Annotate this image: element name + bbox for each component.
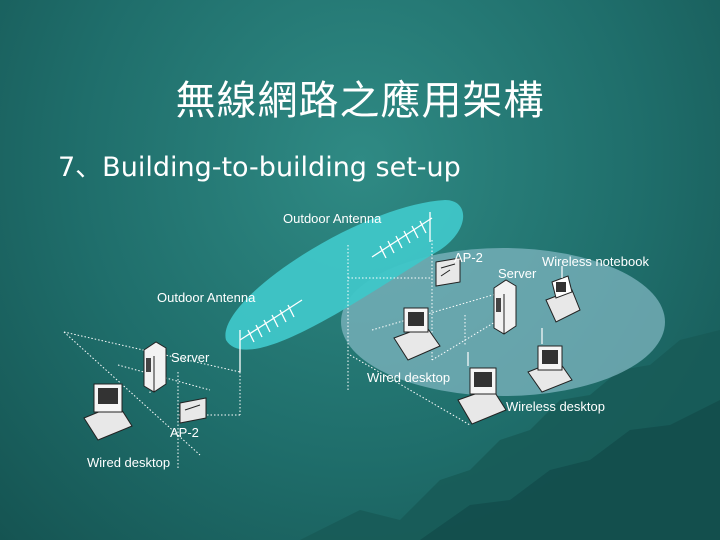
wireless-link-beam: [225, 200, 464, 350]
label-wired-desktop-left: Wired desktop: [87, 455, 170, 470]
label-ap-right: AP-2: [454, 250, 483, 265]
label-wired-desktop-center: Wired desktop: [367, 370, 450, 385]
outdoor-antenna-left: [239, 299, 303, 372]
wired-desktop-cell: [393, 307, 441, 361]
label-server-right: Server: [498, 266, 537, 281]
label-outdoor-antenna-right: Outdoor Antenna: [283, 211, 382, 226]
label-wireless-desktop: Wireless desktop: [506, 399, 605, 414]
wired-desktop-center: [457, 352, 507, 425]
server-right: [493, 279, 517, 335]
label-ap-left: AP-2: [170, 425, 199, 440]
label-outdoor-antenna-left: Outdoor Antenna: [157, 290, 256, 305]
label-wireless-notebook: Wireless notebook: [542, 254, 649, 269]
slide-subtitle: 7、Building-to-building set-up: [58, 152, 461, 183]
wireless-notebook: [545, 266, 581, 323]
access-point-right: [435, 257, 461, 287]
wired-desktop-left: [83, 383, 133, 441]
wireless-desktop: [527, 328, 573, 393]
server-left: [143, 341, 167, 393]
outdoor-antenna-right: [371, 212, 433, 259]
label-server-left: Server: [171, 350, 210, 365]
slide-title: 無線網路之應用架構: [175, 78, 545, 124]
access-point-left: [179, 397, 207, 424]
